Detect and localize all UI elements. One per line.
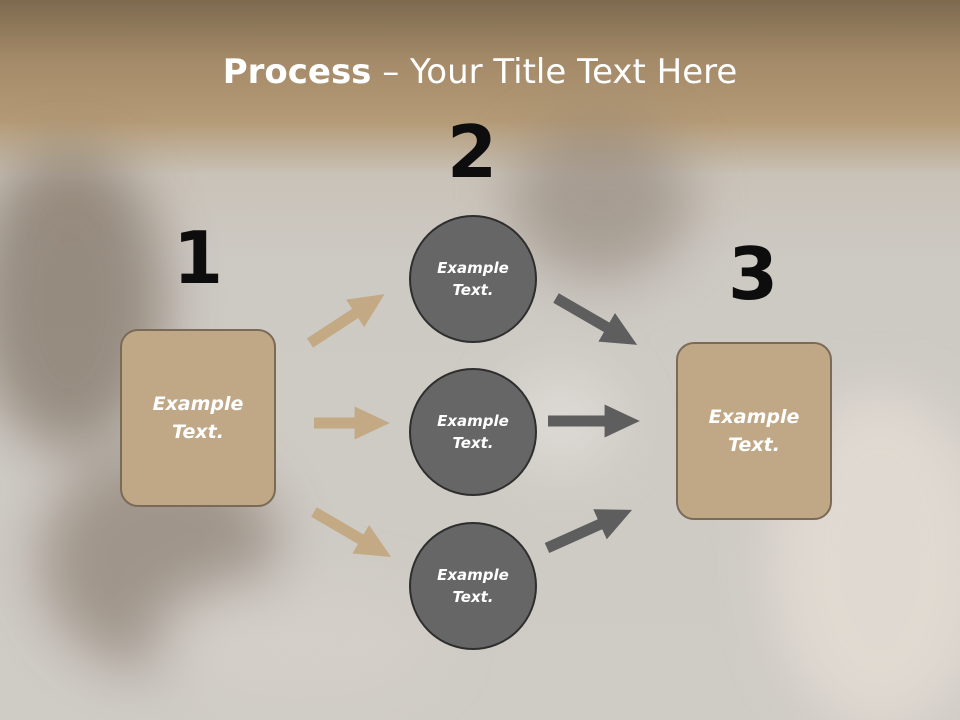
step-number-2: 2 (446, 110, 498, 194)
step-3-text-line-1: Example (708, 405, 800, 428)
arrow-gray-up (544, 509, 633, 554)
title-rest: – Your Title Text Here (371, 52, 738, 92)
step-3-box: Example Text. (676, 342, 832, 520)
slide-title: Process – Your Title Text Here (0, 52, 960, 92)
circle-bottom-text-line-1: Example (437, 565, 509, 584)
circle-top: Example Text. (409, 215, 537, 343)
step-3-text-line-2: Text. (728, 434, 780, 456)
arrow-tan-down (311, 507, 392, 557)
circle-bottom-text-line-2: Text. (452, 588, 494, 606)
title-bold: Process (222, 52, 372, 92)
arrow-tan-up (306, 294, 385, 348)
step-number-1: 1 (172, 216, 224, 300)
step-1-text-line-1: Example (152, 392, 244, 415)
circle-top-text-line-2: Text. (452, 281, 494, 299)
step-1-box: Example Text. (120, 329, 276, 507)
step-number-3: 3 (727, 232, 779, 316)
circle-middle-text-line-2: Text. (452, 434, 494, 452)
circle-middle-text-line-1: Example (437, 411, 509, 430)
arrow-gray-down (553, 293, 638, 345)
circle-bottom: Example Text. (409, 522, 537, 650)
circle-middle: Example Text. (409, 368, 537, 496)
circle-top-text-line-1: Example (437, 258, 509, 277)
step-1-text-line-2: Text. (172, 421, 224, 443)
